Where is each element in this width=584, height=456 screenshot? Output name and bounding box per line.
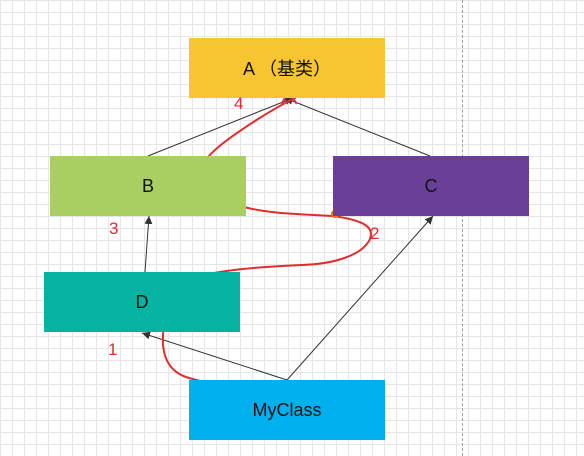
myclass-node[interactable]: MyClass <box>189 380 385 440</box>
class-c-node[interactable]: C <box>333 156 529 216</box>
path-number-2: 2 <box>370 224 380 243</box>
class-c-label: C <box>424 175 438 196</box>
class-a-node[interactable]: A （基类） <box>189 38 385 98</box>
class-d-label: D <box>135 291 149 312</box>
arrow-myclass-to-d <box>141 331 288 381</box>
arrow-d-to-b <box>144 215 153 273</box>
mro-trace-path <box>161 97 372 389</box>
class-b-label: B <box>141 175 154 196</box>
arrow-c-to-a <box>284 97 431 157</box>
path-number-4: 4 <box>234 94 244 113</box>
class-a-label: A （基类） <box>242 59 331 79</box>
class-b-node[interactable]: B <box>50 156 246 216</box>
arrow-myclass-to-c <box>286 215 434 381</box>
path-number-3: 3 <box>109 219 119 238</box>
page-boundary-line <box>462 0 463 456</box>
path-number-1: 1 <box>108 340 118 359</box>
myclass-label: MyClass <box>252 399 322 420</box>
arrow-b-to-a <box>147 97 294 157</box>
class-d-node[interactable]: D <box>44 272 240 332</box>
